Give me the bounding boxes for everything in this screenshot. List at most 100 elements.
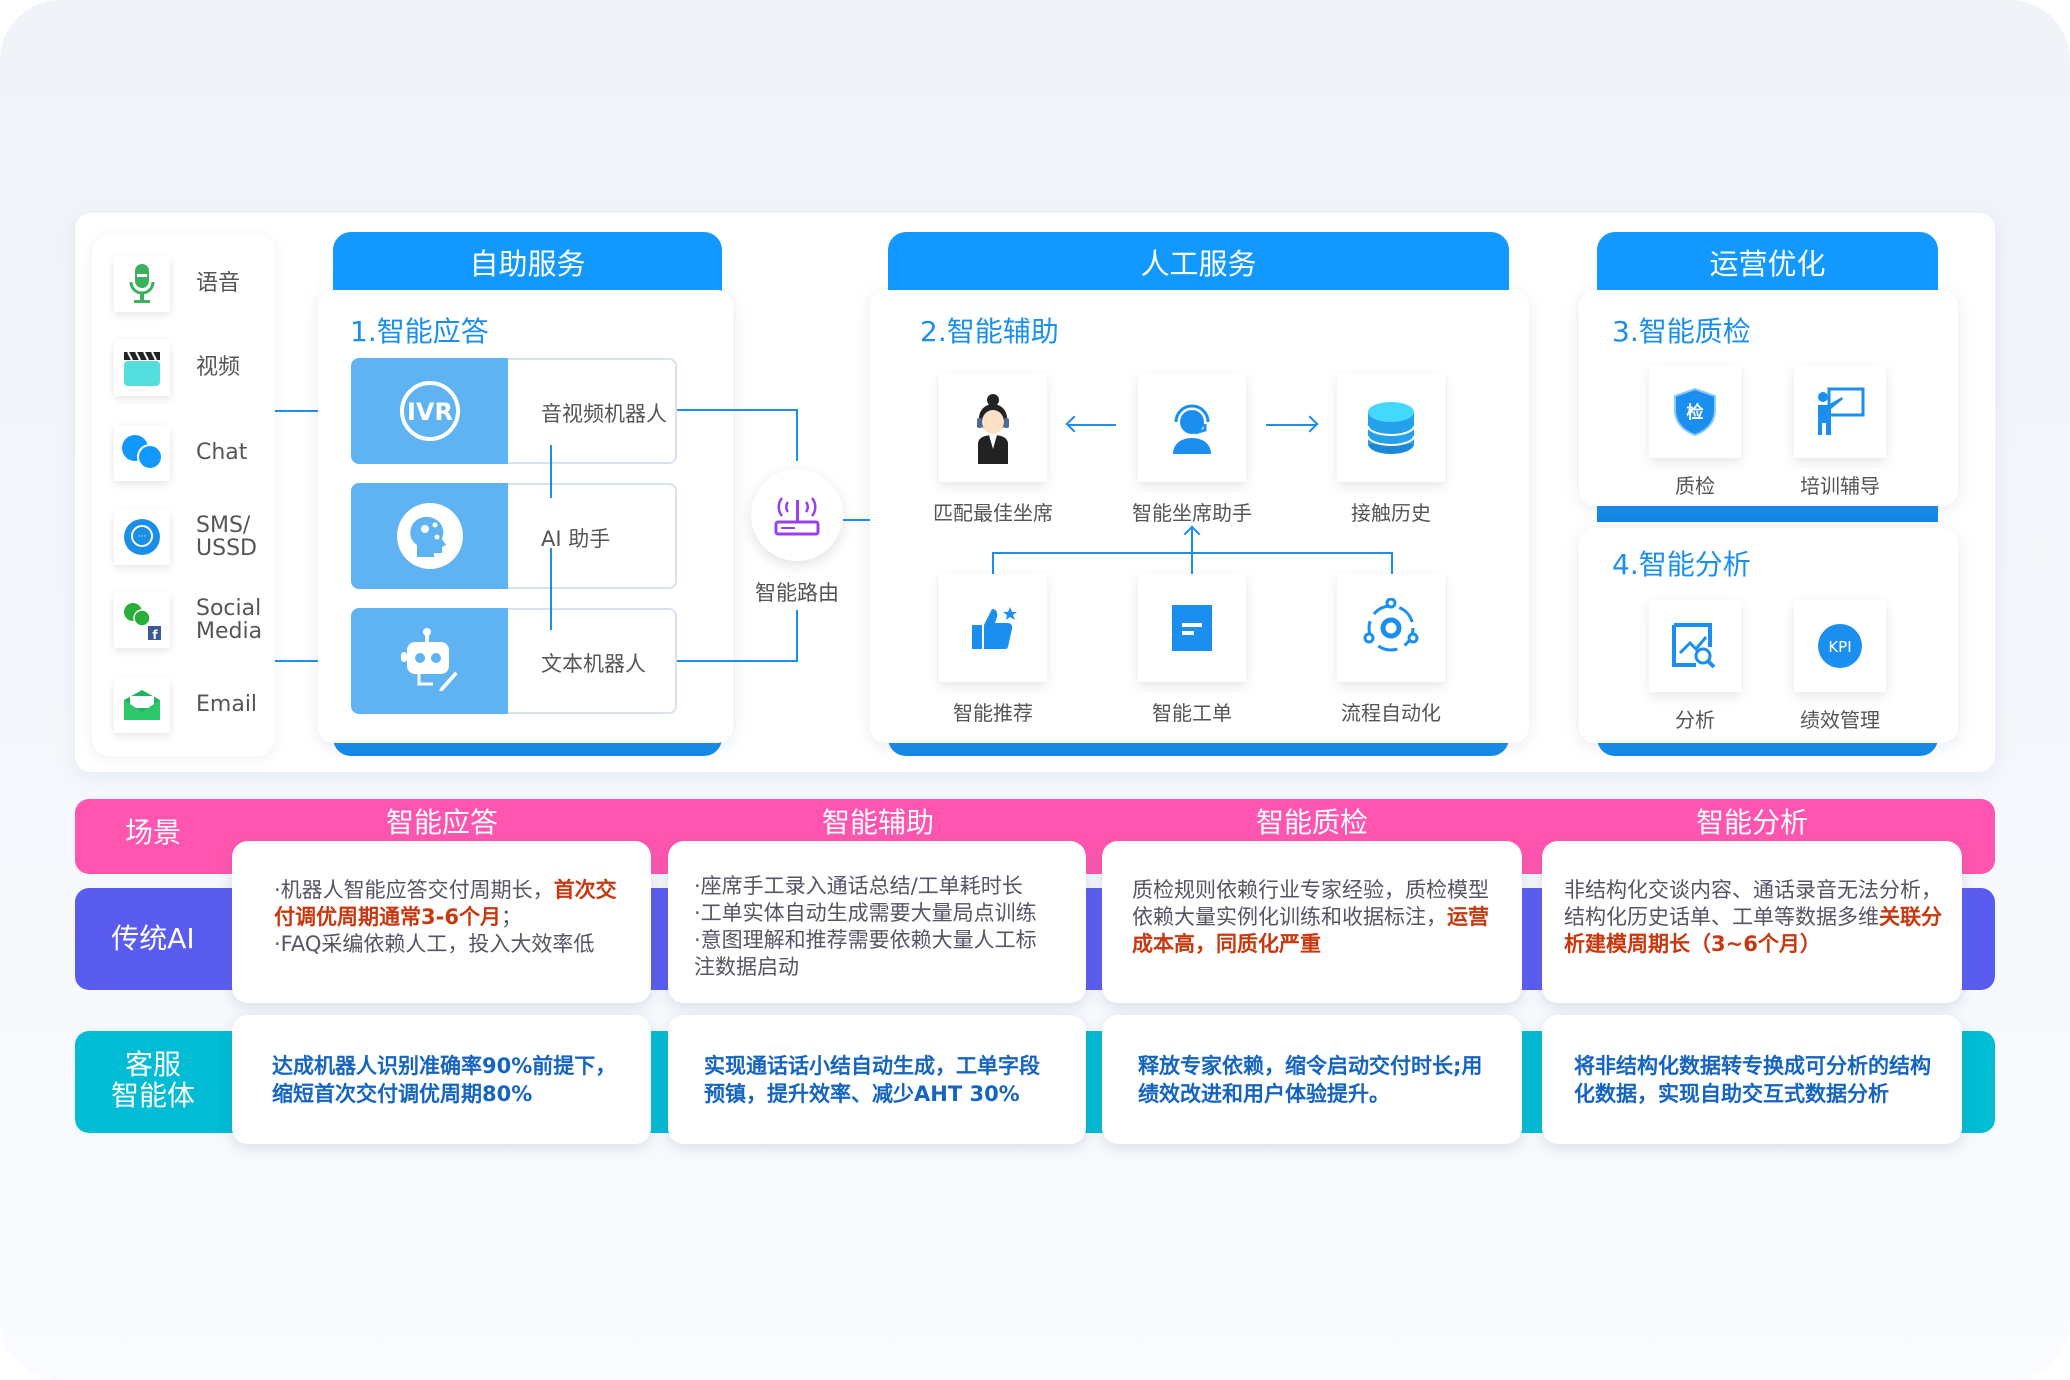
channel-label: Chat [196, 440, 248, 466]
channel-social[interactable]: f Social Media [114, 590, 274, 650]
row-label: 音视频机器人 [541, 402, 667, 426]
cell-text: 非结构化交谈内容、通话录音无法分析，结构化历史话单、工单等数据多维 [1564, 878, 1942, 929]
connector-line [843, 519, 896, 521]
channel-label: Social Media [196, 595, 263, 644]
tile-label: 分析 [1675, 708, 1715, 732]
cell-text: ； ·FAQ采编依赖人工，投入大效率低 [274, 905, 595, 956]
ivr-icon: IVR [351, 358, 508, 464]
tile-label: 智能坐席助手 [1132, 501, 1252, 525]
smart-assist-title: 2.智能辅助 [920, 315, 1059, 348]
row-ai-assistant[interactable]: AI 助手 [351, 483, 677, 589]
scene-label: 场景 [124, 816, 181, 849]
channel-chat[interactable]: Chat [114, 423, 274, 483]
svg-text:检: 检 [1687, 402, 1704, 423]
human-service-header: 人工服务 [888, 232, 1509, 292]
cell-text: 实现通话话小结自动生成，工单字段预镇，提升效率、减少AHT 30% [704, 1053, 1040, 1106]
agent-cell: 达成机器人识别准确率90%前提下，缩短首次交付调优周期80% [232, 1015, 651, 1144]
traditional-ai-label: 传统AI [111, 922, 195, 955]
robot-icon [351, 608, 508, 714]
traditional-cell: 非结构化交谈内容、通话录音无法分析，结构化历史话单、工单等数据多维关联分析建模周… [1542, 841, 1962, 1003]
database-icon[interactable] [1337, 374, 1445, 482]
svg-text:···: ··· [138, 532, 147, 542]
row-text-robot[interactable]: 文本机器人 [351, 608, 677, 714]
kpi-icon[interactable]: KPI [1794, 600, 1886, 692]
svg-text:IVR: IVR [407, 398, 453, 426]
arrow-up-line [1191, 528, 1193, 574]
arrow-up-line [550, 445, 552, 498]
row-label: 文本机器人 [541, 652, 646, 676]
traditional-cell: ·座席手工录入通话总结/工单耗时长 ·工单实体自动生成需要大量局点训练 ·意图理… [668, 841, 1086, 1003]
headset-agent-icon[interactable] [1138, 374, 1246, 482]
quality-title: 3.智能质检 [1612, 315, 1751, 348]
cell-text: 将非结构化数据转专换成可分析的结构化数据，实现自助交互式数据分析 [1574, 1053, 1931, 1106]
cell-text: ·机器人智能应答交付周期长， [274, 878, 554, 902]
microphone-icon [114, 256, 170, 312]
thumbs-up-icon[interactable] [939, 574, 1047, 682]
ticket-icon[interactable] [1138, 574, 1246, 682]
connector-line [796, 409, 798, 461]
shield-check-icon[interactable]: 检 [1649, 366, 1741, 458]
cell-text: 释放专家依赖，缩令启动交付时长;用绩效改进和用户体验提升。 [1138, 1053, 1483, 1106]
agent-label: 客服 智能体 [110, 1048, 195, 1112]
channel-label: 视频 [196, 355, 241, 381]
cell-highlight: 首次交付调优周期通常3-6个月 [274, 878, 617, 929]
column-header: 智能质检 [1255, 806, 1368, 839]
cell-text: 质检规则依赖行业专家经验，质检模型依赖大量实例化训练和收据标注， [1132, 878, 1489, 929]
tile-label: 培训辅导 [1800, 474, 1880, 498]
tile-label: 质检 [1675, 474, 1715, 498]
row-av-robot[interactable]: IVR 音视频机器人 [351, 358, 677, 464]
router-icon[interactable] [751, 469, 843, 561]
channel-label: SMS/ USSD [196, 512, 257, 561]
column-header: 智能辅助 [821, 806, 934, 839]
ai-head-icon [351, 483, 508, 589]
channel-video[interactable]: 视频 [114, 338, 274, 398]
svg-text:KPI: KPI [1828, 638, 1851, 656]
channel-email[interactable]: Email [114, 675, 274, 735]
channel-sms[interactable]: ··· SMS/ USSD [114, 507, 274, 567]
column-header: 智能分析 [1695, 806, 1808, 839]
agent-avatar-icon[interactable] [939, 374, 1047, 482]
connector-line [796, 610, 798, 662]
svg-text:f: f [152, 628, 158, 642]
tile-label: 流程自动化 [1341, 701, 1441, 725]
connector-line [1391, 552, 1393, 574]
envelope-icon [114, 677, 170, 733]
channel-voice[interactable]: 语音 [114, 254, 274, 314]
connector-line [677, 660, 798, 662]
arrow-left-line [1068, 424, 1116, 426]
arrow-down-line [550, 548, 552, 630]
row-label: AI 助手 [541, 527, 611, 551]
cell-text: 达成机器人识别准确率90%前提下，缩短首次交付调优周期80% [272, 1053, 617, 1106]
tile-label: 智能推荐 [953, 701, 1033, 725]
arrow-line [275, 410, 339, 412]
tile-label: 匹配最佳坐席 [933, 501, 1053, 525]
agent-cell: 实现通话话小结自动生成，工单字段预镇，提升效率、减少AHT 30% [668, 1015, 1086, 1144]
tile-label: 接触历史 [1351, 501, 1431, 525]
cell-highlight: 关联分析建模周期长（3~6个月） [1564, 905, 1942, 956]
connector-line [992, 552, 994, 574]
self-service-header: 自助服务 [333, 232, 722, 292]
training-icon[interactable] [1794, 366, 1886, 458]
column-header: 智能应答 [385, 806, 498, 839]
smart-response-title: 1.智能应答 [350, 315, 489, 348]
traditional-cell: ·机器人智能应答交付周期长，首次交付调优周期通常3-6个月； ·FAQ采编依赖人… [232, 841, 651, 1003]
process-automation-icon[interactable] [1337, 574, 1445, 682]
chat-bubbles-icon [114, 425, 170, 481]
wechat-facebook-icon: f [114, 592, 170, 648]
router-label: 智能路由 [755, 581, 839, 605]
cell-text: ·座席手工录入通话总结/工单耗时长 ·工单实体自动生成需要大量局点训练 ·意图理… [694, 874, 1037, 979]
tile-label: 绩效管理 [1800, 708, 1880, 732]
traditional-cell: 质检规则依赖行业专家经验，质检模型依赖大量实例化训练和收据标注，运营成本高，同质… [1102, 841, 1522, 1003]
operations-header: 运营优化 [1597, 232, 1938, 292]
message-icon: ··· [114, 509, 170, 565]
analysis-card [1579, 528, 1958, 743]
connector-line [677, 409, 798, 411]
arrow-line [275, 660, 339, 662]
clapperboard-icon [114, 340, 170, 396]
analysis-chart-icon[interactable] [1649, 600, 1741, 692]
cell-highlight: 运营成本高，同质化严重 [1132, 905, 1489, 956]
tile-label: 智能工单 [1152, 701, 1232, 725]
channel-label: 语音 [196, 271, 241, 297]
quality-card [1579, 290, 1958, 506]
agent-cell: 将非结构化数据转专换成可分析的结构化数据，实现自助交互式数据分析 [1542, 1015, 1962, 1144]
